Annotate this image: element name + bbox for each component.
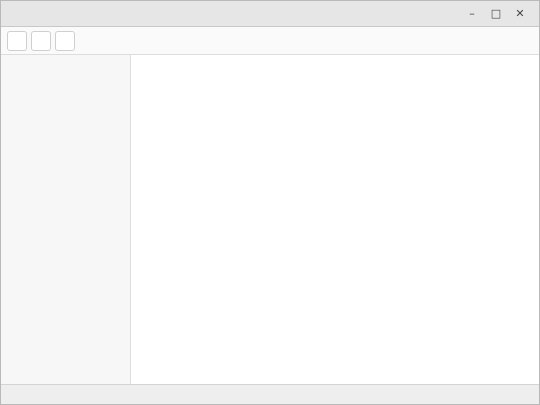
status-bar xyxy=(1,384,539,404)
body-text xyxy=(143,89,527,103)
sidebar xyxy=(1,55,131,384)
sidebar-item-4[interactable] xyxy=(1,127,130,149)
main-panel xyxy=(131,55,539,384)
sidebar-item-1[interactable] xyxy=(1,61,130,83)
toolbar-button-3[interactable] xyxy=(55,30,75,51)
page-title xyxy=(143,65,527,81)
toolbar xyxy=(1,27,539,55)
close-icon[interactable]: ✕ xyxy=(515,7,525,20)
title-bar: – □ ✕ xyxy=(1,1,539,27)
maximize-icon[interactable]: □ xyxy=(490,7,502,20)
minimize-icon[interactable]: – xyxy=(469,7,475,20)
sidebar-item-2[interactable] xyxy=(1,83,130,105)
content-area xyxy=(1,55,539,384)
sidebar-item-3[interactable] xyxy=(1,105,130,127)
toolbar-button-2[interactable] xyxy=(31,30,51,51)
toolbar-button-1[interactable] xyxy=(7,30,27,51)
